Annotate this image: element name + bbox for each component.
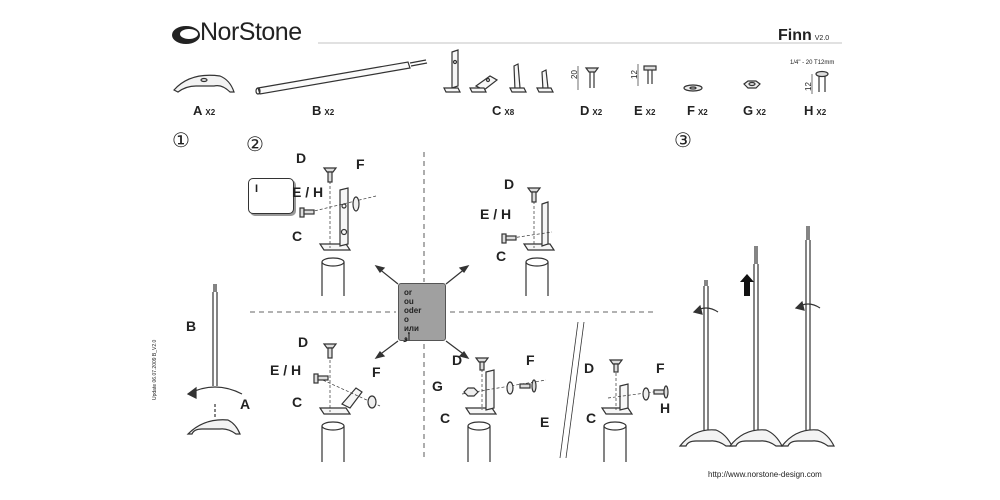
callout-eh-1: E / H — [292, 184, 324, 200]
thread-note: 1/4" - 20 T12mm — [790, 60, 835, 66]
or-ar: أو — [404, 333, 411, 342]
callout-f-4: F — [526, 352, 535, 368]
callout-c-3: C — [292, 394, 303, 410]
callout-h: H — [660, 400, 671, 416]
alternative-options-box: or ou oder o или أو — [398, 283, 446, 342]
callout-e: E — [540, 414, 550, 430]
callout-g: G — [432, 378, 443, 394]
callout-eh-3: E / H — [270, 362, 302, 378]
callout-d-4: D — [452, 352, 463, 368]
or-en: or — [404, 288, 412, 297]
callout-f-1: F — [356, 156, 365, 172]
step-2-number: ② — [246, 134, 264, 156]
callout-f-5: F — [656, 360, 665, 376]
callout-b: B — [186, 318, 197, 334]
callout-c-1: C — [292, 228, 303, 244]
update-note: Update 06.07.2009 B_V2.0 — [152, 339, 158, 400]
or-ru: или — [404, 324, 419, 333]
dimension-d: 20 — [569, 70, 579, 79]
callout-f-3: F — [372, 364, 381, 380]
callout-c-2: C — [496, 248, 507, 264]
callout-d-3: D — [298, 334, 309, 350]
hex-key-label: I — [255, 183, 259, 195]
dimension-h: 12 — [803, 82, 813, 91]
or-it: o — [404, 315, 409, 324]
brand-logo: NorStone — [200, 18, 302, 46]
callout-d-5: D — [584, 360, 595, 376]
callout-a: A — [240, 396, 251, 412]
callout-d-1: D — [296, 150, 307, 166]
hex-key-box: I — [248, 178, 294, 214]
callout-eh-2: E / H — [480, 206, 512, 222]
or-fr: ou — [404, 297, 414, 306]
or-de: oder — [404, 306, 422, 315]
dimension-e: 12 — [629, 70, 639, 79]
callout-d-2: D — [504, 176, 515, 192]
model-version: V2.0 — [814, 35, 830, 42]
model-name: Finn — [778, 27, 812, 44]
website-url[interactable]: http://www.norstone-design.com — [708, 470, 822, 479]
callout-c-5: C — [586, 410, 597, 426]
step-3-number: ③ — [674, 130, 692, 152]
callout-c-4: C — [440, 410, 451, 426]
step-1-number: ① — [172, 130, 190, 152]
